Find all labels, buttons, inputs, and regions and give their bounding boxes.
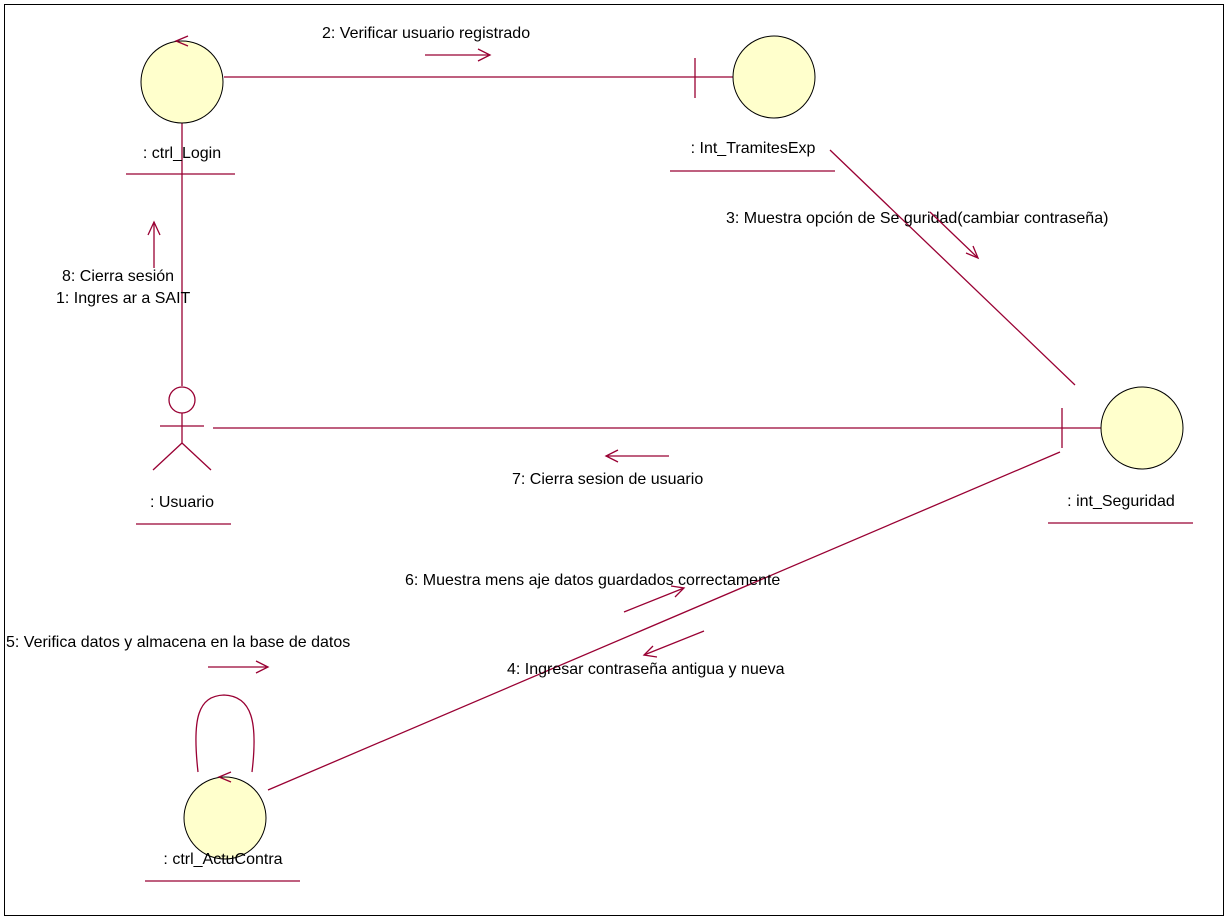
actor-left-leg	[152, 442, 183, 471]
actor-right-leg	[181, 442, 212, 471]
ctrl-actucontra-object[interactable]	[183, 771, 267, 860]
message-2: 2: Verificar usuario registrado	[322, 25, 530, 42]
arrow-message-2	[425, 48, 492, 62]
label-usuario: : Usuario	[150, 494, 214, 511]
message-8: 8: Cierra sesión	[62, 268, 174, 285]
arrow-message-8-1	[147, 220, 161, 268]
int-tramites-object[interactable]	[732, 35, 816, 119]
self-loop-actucontra	[195, 694, 255, 773]
link-seguridad-actucontra	[267, 451, 1061, 791]
message-7: 7: Cierra sesion de usuario	[512, 471, 703, 488]
link-tramites-seguridad	[829, 149, 1076, 386]
int-seguridad-object[interactable]	[1100, 386, 1184, 470]
arrow-message-7	[604, 449, 669, 463]
message-3: 3: Muestra opción de Se guridad(cambiar …	[726, 210, 1108, 227]
control-arrowhead	[217, 771, 232, 783]
control-circle	[140, 40, 224, 124]
boundary-circle	[732, 35, 816, 119]
usuario-actor[interactable]	[152, 386, 212, 471]
message-1: 1: Ingres ar a SAIT	[56, 290, 191, 307]
label-ctrl-login: : ctrl_Login	[143, 145, 221, 162]
boundary-circle	[1100, 386, 1184, 470]
arrow-message-4	[642, 630, 705, 658]
diagram-frame	[4, 4, 1224, 916]
ctrl-login-object[interactable]	[140, 35, 224, 124]
arrow-message-3	[929, 211, 980, 260]
label-ctrl-actucontra: : ctrl_ActuContra	[163, 851, 282, 868]
message-5: 5: Verifica datos y almacena en la base …	[6, 634, 350, 651]
actor-head-icon	[168, 386, 196, 414]
label-int-seguridad: : int_Seguridad	[1067, 493, 1175, 510]
control-arrowhead	[174, 35, 189, 47]
arrow-message-5	[208, 660, 270, 674]
arrow-message-6	[623, 585, 686, 613]
message-4: 4: Ingresar contraseña antigua y nueva	[507, 661, 785, 678]
control-circle	[183, 776, 267, 860]
label-int-tramites: : Int_TramitesExp	[691, 140, 816, 157]
message-6: 6: Muestra mens aje datos guardados corr…	[405, 572, 780, 589]
